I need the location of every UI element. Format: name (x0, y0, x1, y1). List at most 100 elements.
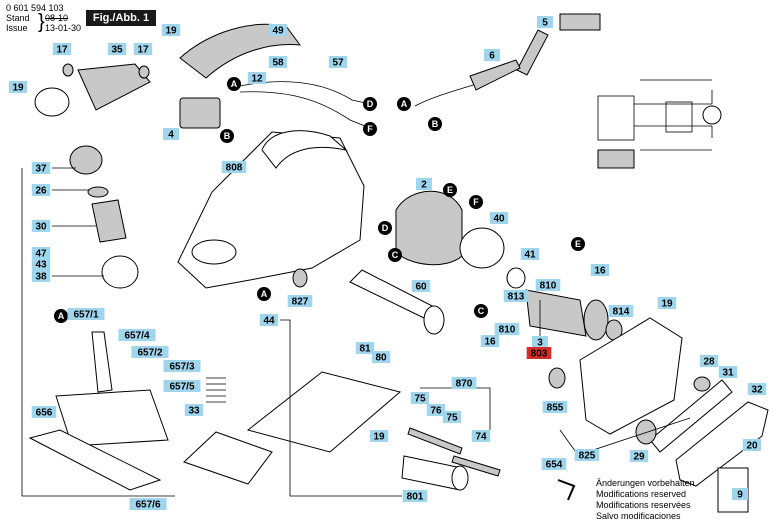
callout-text: 657/3 (169, 362, 194, 373)
belt-cover-part (579, 317, 683, 435)
callout-box (129, 498, 167, 510)
stand-value: 08-10 (45, 13, 69, 23)
callout-box (31, 270, 51, 282)
callout-box (268, 56, 288, 68)
callout-text: 16 (484, 337, 496, 348)
callout-box (161, 24, 181, 36)
marker-letter: D (382, 223, 389, 233)
callout-box (133, 43, 153, 55)
callout-text: 29 (633, 452, 645, 463)
callout-box (489, 212, 509, 224)
marker-circle (54, 309, 68, 323)
figure-label: Fig./Abb. 1 (86, 10, 156, 26)
callout-text: 74 (475, 432, 487, 443)
callout-text: 657/1 (73, 310, 98, 321)
marker-d: D (363, 97, 377, 111)
marker-letter: E (575, 239, 581, 249)
callout-17: 17 (52, 43, 72, 56)
marker-circle (378, 221, 392, 235)
marker-letter: A (261, 289, 268, 299)
note-fr: Modifications reservées (596, 500, 691, 510)
issue-label: Issue (6, 23, 28, 33)
marker-circle (428, 117, 442, 131)
callout-47: 47 (31, 247, 51, 260)
callout-text: 3 (537, 338, 543, 349)
callout-box (484, 49, 500, 61)
callout-657-3: 657/3 (163, 360, 201, 373)
spring-part (206, 377, 226, 403)
callout-box (67, 308, 105, 320)
callout-text: 44 (263, 316, 275, 327)
callout-box (31, 162, 51, 174)
callout-text: 825 (579, 451, 596, 462)
bracket-left (21, 168, 175, 497)
callout-text: 43 (35, 260, 47, 271)
blade-holder-part (451, 455, 501, 477)
guide-bracket-part (91, 331, 113, 393)
marker-circle (474, 304, 488, 318)
fan-guard-part (459, 227, 505, 269)
callout-text: 19 (661, 299, 673, 310)
callout-box (541, 458, 567, 470)
callout-box (268, 24, 288, 36)
callout-box (410, 392, 430, 404)
callout-text: 57 (332, 58, 344, 69)
callout-text: 35 (111, 45, 123, 56)
callout-825: 825 (574, 449, 600, 462)
callout-803: 803 (526, 347, 552, 360)
nut-part-left (62, 63, 74, 77)
drum-end (451, 465, 469, 491)
marker-letter: B (432, 119, 439, 129)
callout-text: 657/2 (137, 348, 162, 359)
callout-text: 803 (531, 349, 548, 360)
callout-box (426, 404, 446, 416)
chip-deflector-part (77, 63, 151, 111)
switch-part (179, 97, 221, 129)
marker-letter: E (447, 185, 453, 195)
callout-text: 814 (613, 307, 630, 318)
schematic-wires (634, 90, 713, 138)
callout-text: 17 (137, 45, 149, 56)
schematic-motor (702, 105, 722, 125)
callout-657-5: 657/5 (163, 380, 201, 393)
callout-text: 5 (542, 18, 548, 29)
callout-box (451, 377, 477, 389)
callout-75: 75 (442, 411, 462, 424)
callout-text: 16 (594, 266, 606, 277)
callout-657-6: 657/6 (129, 498, 167, 511)
callout-box (31, 406, 57, 418)
callout-box (31, 258, 51, 270)
callout-text: 657/4 (124, 331, 149, 342)
pulley-28 (693, 376, 711, 392)
callout-box (747, 383, 767, 395)
callout-827: 827 (287, 295, 313, 308)
callout-text: 19 (12, 83, 24, 94)
top-cover-part (179, 23, 302, 79)
callout-box (590, 264, 610, 276)
callout-30: 30 (31, 220, 51, 233)
callout-19: 19 (657, 297, 677, 310)
note-es: Salvo modificaciones (596, 511, 681, 521)
callout-text: 4 (168, 130, 174, 141)
marker-circle (220, 129, 234, 143)
callout-31: 31 (718, 366, 738, 379)
callout-box (163, 360, 201, 372)
marker-c: C (474, 304, 488, 318)
hex-key-part (557, 479, 576, 501)
front-knob-seat (191, 239, 237, 265)
callout-text: 654 (546, 460, 563, 471)
callout-box (699, 355, 719, 367)
callout-box (732, 488, 748, 500)
wire-58 (239, 81, 371, 105)
callout-text: 30 (35, 222, 47, 233)
marker-circle (388, 248, 402, 262)
callout-2: 2 (416, 178, 432, 191)
callout-37: 37 (31, 162, 51, 175)
nut-part-right (138, 65, 150, 79)
callout-9: 9 (732, 488, 748, 501)
callout-text: 28 (703, 357, 715, 368)
callout-text: 49 (272, 26, 284, 37)
callout-76: 76 (426, 404, 446, 417)
callout-box (31, 184, 51, 196)
